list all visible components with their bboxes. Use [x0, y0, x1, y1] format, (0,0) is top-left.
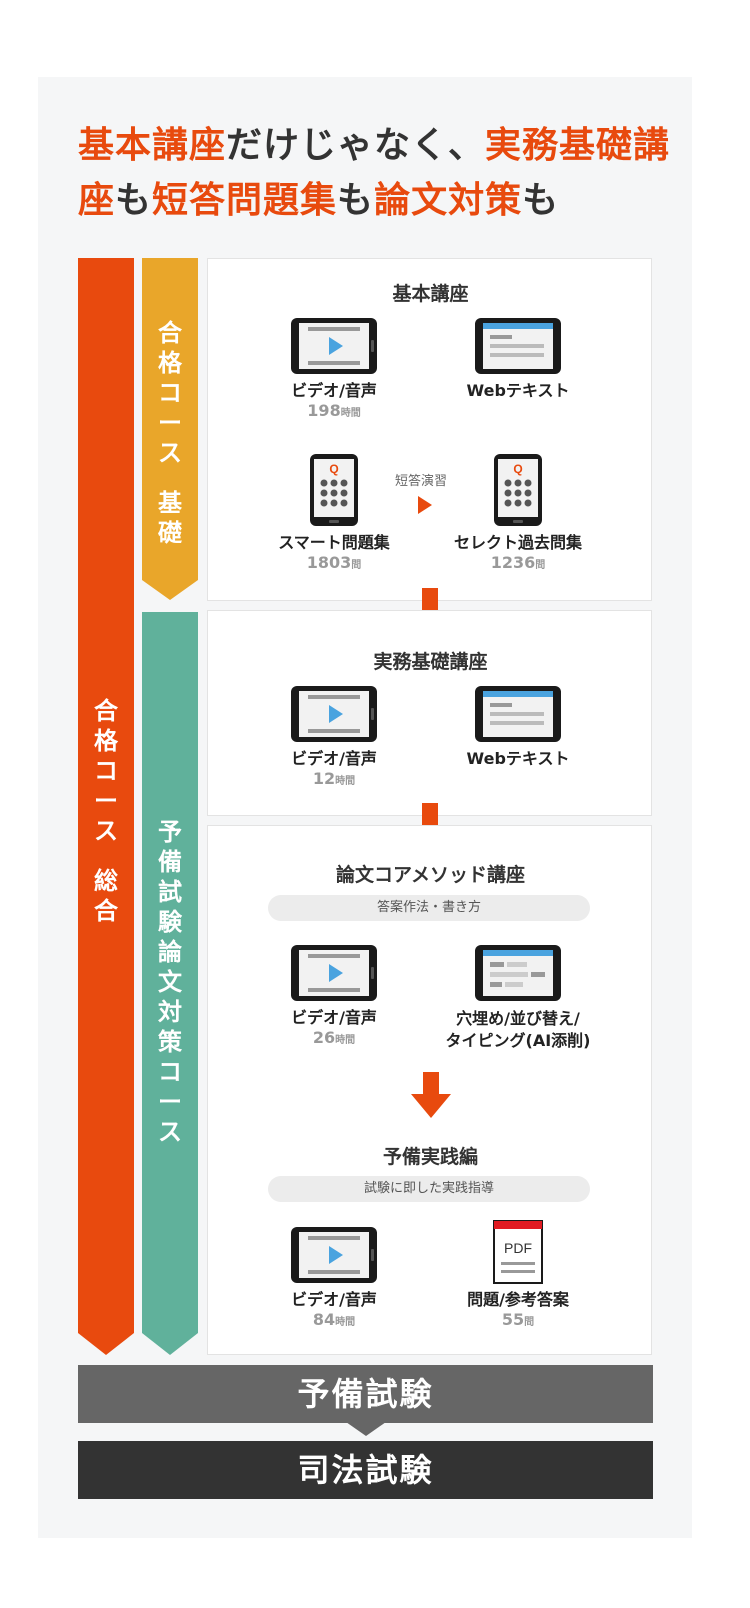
- drill-item: 穴埋め/並び替え/タイピング(AI添削): [438, 944, 598, 1052]
- course-bar-basic: 合格コース基礎: [142, 258, 198, 600]
- video-tablet-icon: [291, 686, 377, 742]
- svg-text:PDF: PDF: [504, 1240, 532, 1256]
- course-bar-basic-label: 合格コース基礎: [158, 319, 182, 547]
- basic-course-box: 基本講座 ビデオ/音声 198時間 Webテキスト Q: [207, 258, 652, 601]
- video-tablet-icon: [291, 318, 377, 374]
- item-count: 198時間: [307, 401, 361, 420]
- smartphone-question-icon: Q: [494, 454, 542, 526]
- headline-part: 短答問題集: [152, 180, 338, 221]
- section-subtitle-pill: 答案作法・書き方: [268, 895, 590, 921]
- video-tablet-icon: [291, 945, 377, 1001]
- item-label: 穴埋め/並び替え/タイピング(AI添削): [445, 1009, 591, 1050]
- video-tablet-icon: [291, 1227, 377, 1283]
- item-label: 問題/参考答案: [467, 1290, 569, 1309]
- headline-part: 基本講座: [78, 125, 227, 166]
- svg-text:Q: Q: [513, 462, 522, 476]
- bar-exam-banner: 司法試験: [78, 1441, 653, 1499]
- headline-part: も: [115, 180, 153, 221]
- course-bar-total: 合格コース総合: [78, 258, 134, 1355]
- course-bar-total-label: 合格コース総合: [94, 697, 118, 925]
- item-count: 84時間: [312, 1310, 356, 1329]
- item-label: ビデオ/音声: [291, 1290, 377, 1309]
- banner-down-pointer: [346, 1422, 386, 1436]
- smart-question-item: Q スマート問題集 1803問: [254, 453, 414, 576]
- headline-part: も: [522, 180, 560, 221]
- pdf-document-icon: PDF: [493, 1220, 543, 1284]
- item-label: ビデオ/音声: [291, 1008, 377, 1027]
- item-label: ビデオ/音声: [291, 381, 377, 400]
- item-label: ビデオ/音声: [291, 749, 377, 768]
- section-title: 実務基礎講座: [373, 651, 488, 673]
- item-label: スマート問題集: [278, 533, 390, 552]
- item-label: Webテキスト: [466, 381, 570, 400]
- section-subtitle-pill: 試験に即した実践指導: [268, 1176, 590, 1202]
- section-title: 予備実践編: [382, 1146, 478, 1168]
- item-count: 12時間: [312, 769, 356, 788]
- video-item: ビデオ/音声 26時間: [254, 944, 414, 1051]
- drill-tablet-icon: [475, 945, 561, 1001]
- item-label: セレクト過去問集: [453, 533, 582, 552]
- down-arrow-icon: [411, 1072, 451, 1118]
- headline-part: 論文対策: [374, 180, 523, 221]
- item-count: 1803問: [306, 553, 362, 572]
- section-title: 基本講座: [392, 283, 469, 305]
- item-label: Webテキスト: [466, 749, 570, 768]
- pdf-item: PDF 問題/参考答案 55問: [438, 1220, 598, 1333]
- practice-label: 短答演習: [395, 474, 448, 489]
- item-count: 55問: [501, 1310, 535, 1329]
- svg-text:Q: Q: [329, 462, 338, 476]
- video-item: ビデオ/音声 12時間: [254, 685, 414, 792]
- video-item: ビデオ/音声 84時間: [254, 1226, 414, 1333]
- web-tablet-icon: [475, 318, 561, 374]
- headline-part: も: [337, 180, 375, 221]
- section-title: 論文コアメソッド講座: [335, 864, 526, 886]
- smartphone-question-icon: Q: [310, 454, 358, 526]
- select-past-question-item: Q セレクト過去問集 1236問: [438, 453, 598, 576]
- preliminary-exam-banner: 予備試験: [78, 1365, 653, 1423]
- course-bar-yobi-label: 予備試験論文対策コース: [158, 818, 182, 1146]
- essay-course-box: 論文コアメソッド講座 答案作法・書き方 ビデオ/音声 26時間 穴埋め/並び替え…: [207, 825, 652, 1355]
- headline-part: だけじゃなく、: [226, 125, 486, 166]
- course-bar-yobi: 予備試験論文対策コース: [142, 612, 198, 1355]
- web-text-item: Webテキスト: [438, 317, 598, 401]
- practical-basics-box: 実務基礎講座 ビデオ/音声 12時間 Webテキスト: [207, 610, 652, 816]
- web-text-item: Webテキスト: [438, 685, 598, 769]
- headline-part: 実務基礎講座: [78, 125, 671, 221]
- item-count: 26時間: [312, 1028, 356, 1047]
- web-tablet-icon: [475, 686, 561, 742]
- video-item: ビデオ/音声 198時間: [254, 317, 414, 424]
- right-triangle-icon: [418, 496, 432, 514]
- headline: 基本講座だけじゃなく、実務基礎講座も短答問題集も論文対策も: [78, 118, 678, 228]
- item-count: 1236問: [490, 553, 546, 572]
